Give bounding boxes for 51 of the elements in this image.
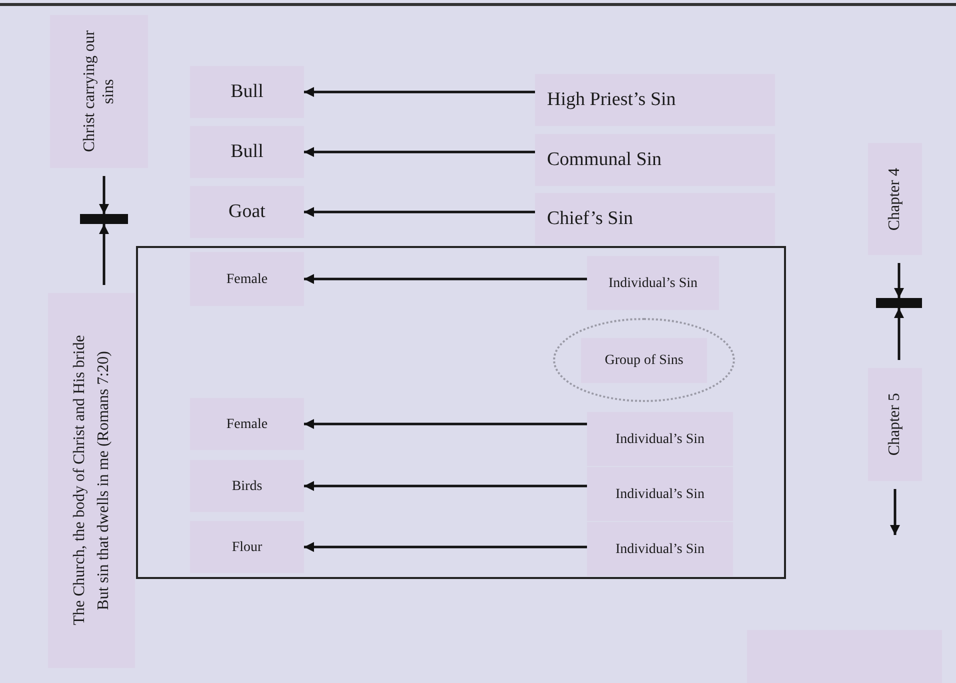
- arrow: [304, 481, 587, 491]
- text-box: [190, 398, 304, 450]
- text-box: [190, 460, 304, 512]
- node-label: Chief’s Sin: [547, 206, 634, 231]
- text-box: [190, 126, 304, 178]
- arrow: [304, 419, 587, 429]
- node-label: Individual’s Sin: [615, 430, 705, 448]
- node-label: Bull: [230, 140, 264, 164]
- text-box: [190, 252, 304, 306]
- arrow: [894, 263, 904, 298]
- arrow: [304, 542, 587, 552]
- frame-box: [136, 246, 786, 579]
- text-box: [587, 412, 733, 466]
- arrow: [304, 274, 587, 284]
- arrow: [304, 207, 535, 217]
- node-label: Flour: [232, 538, 262, 556]
- text-box: [587, 256, 719, 310]
- text-box: [190, 66, 304, 118]
- node-label: Individual’s Sin: [608, 274, 698, 292]
- arrow: [304, 87, 535, 97]
- node-label: But sin that dwells in me (Romans 7:20): [94, 350, 112, 610]
- stop-bar: [876, 298, 922, 308]
- text-box: [587, 467, 733, 521]
- text-box: [190, 186, 304, 238]
- node-label: Group of Sins: [580, 338, 708, 382]
- arrow: [99, 176, 109, 214]
- arrow: [890, 489, 900, 535]
- text-box: [535, 74, 775, 126]
- node-label: Female: [226, 416, 268, 434]
- arrow: [304, 147, 535, 157]
- node-label: Chapter 4: [885, 168, 904, 230]
- node-label: Christ carrying our sins: [80, 30, 118, 154]
- node-label: Bull: [230, 80, 264, 104]
- text-box: [190, 521, 304, 573]
- node-label: Chapter 5: [885, 393, 904, 456]
- text-box: [587, 522, 733, 576]
- node-label: The Church, the body of Christ and His bride: [70, 335, 90, 626]
- node-label: Communal Sin: [547, 148, 662, 172]
- arrow: [894, 308, 904, 360]
- node-label: Birds: [232, 478, 262, 496]
- node-label: High Priest’s Sin: [547, 88, 676, 112]
- text-box: [535, 193, 775, 245]
- arrow: [99, 224, 109, 285]
- stop-bar: [80, 214, 128, 224]
- node-label: Individual’s Sin: [615, 540, 705, 558]
- node-label: Goat: [228, 200, 266, 224]
- text-box: [48, 293, 135, 668]
- node-label: Individual’s Sin: [615, 486, 705, 504]
- node-label: Female: [226, 270, 268, 288]
- group-ellipse: [553, 318, 735, 402]
- text-box: [535, 134, 775, 186]
